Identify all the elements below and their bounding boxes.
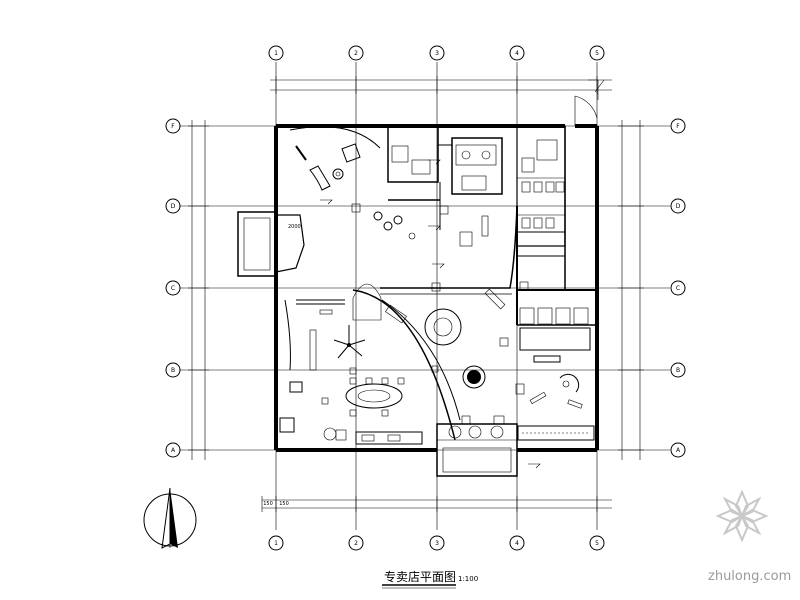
exterior-walls [274, 124, 599, 452]
grid-bubble-top-2: 2 [354, 50, 358, 57]
grid-bubble-left-c: C [171, 285, 175, 292]
window-tag: 2000 [288, 224, 301, 230]
curved-partitions [284, 126, 518, 441]
dimension-lines [188, 76, 644, 512]
left-grid-bubbles: F D C B A [165, 118, 181, 458]
grid-bubble-right-b: B [676, 367, 680, 374]
grid-bubble-left-d: D [171, 203, 176, 210]
bottom-dim-1: 150 [263, 501, 273, 507]
north-arrow-icon [143, 487, 197, 549]
bottom-window-bay [436, 423, 518, 477]
grid-bubble-bottom-3: 3 [435, 540, 439, 547]
entry-door [574, 79, 605, 126]
grid-bubble-left-b: B [171, 367, 175, 374]
grid-bubble-bottom-5: 5 [595, 540, 599, 547]
bottom-grid-bubbles: 1 2 3 4 5 [268, 535, 605, 551]
top-grid-bubbles: 1 2 3 4 5 [268, 45, 605, 61]
watermark-text: zhulong.com [708, 569, 791, 584]
grid-bubble-top-5: 5 [595, 50, 599, 57]
grid-bubble-right-c: C [676, 285, 680, 292]
zhulong-logo-icon [715, 489, 769, 543]
grid-bubble-right-f: F [676, 123, 680, 130]
back-office [387, 125, 503, 230]
grid-bubble-left-a: A [171, 447, 176, 454]
grid-bubble-left-f: F [171, 123, 175, 130]
restroom-block [516, 125, 566, 257]
grid-bubble-top-3: 3 [435, 50, 439, 57]
drawing-title: 专卖店平面图 [384, 569, 456, 584]
display-fixtures [279, 143, 595, 445]
grid-bubble-right-d: D [676, 203, 681, 210]
right-grid-bubbles: F D C B A [670, 118, 686, 458]
grid-bubble-bottom-1: 1 [274, 540, 278, 547]
title-block: 专卖店平面图 1:100 [382, 569, 478, 589]
grid-bubble-top-4: 4 [515, 50, 519, 57]
grid-bubble-bottom-4: 4 [515, 540, 519, 547]
grid-bubble-right-a: A [676, 447, 681, 454]
left-window-bay: 2000 [237, 211, 305, 277]
grid-bubble-top-1: 1 [274, 50, 278, 57]
fitting-rooms [519, 307, 591, 363]
grid-bubble-bottom-2: 2 [354, 540, 358, 547]
bottom-dim-2: 150 [279, 501, 289, 507]
section-markers [320, 159, 541, 469]
drawing-scale: 1:100 [458, 575, 478, 583]
